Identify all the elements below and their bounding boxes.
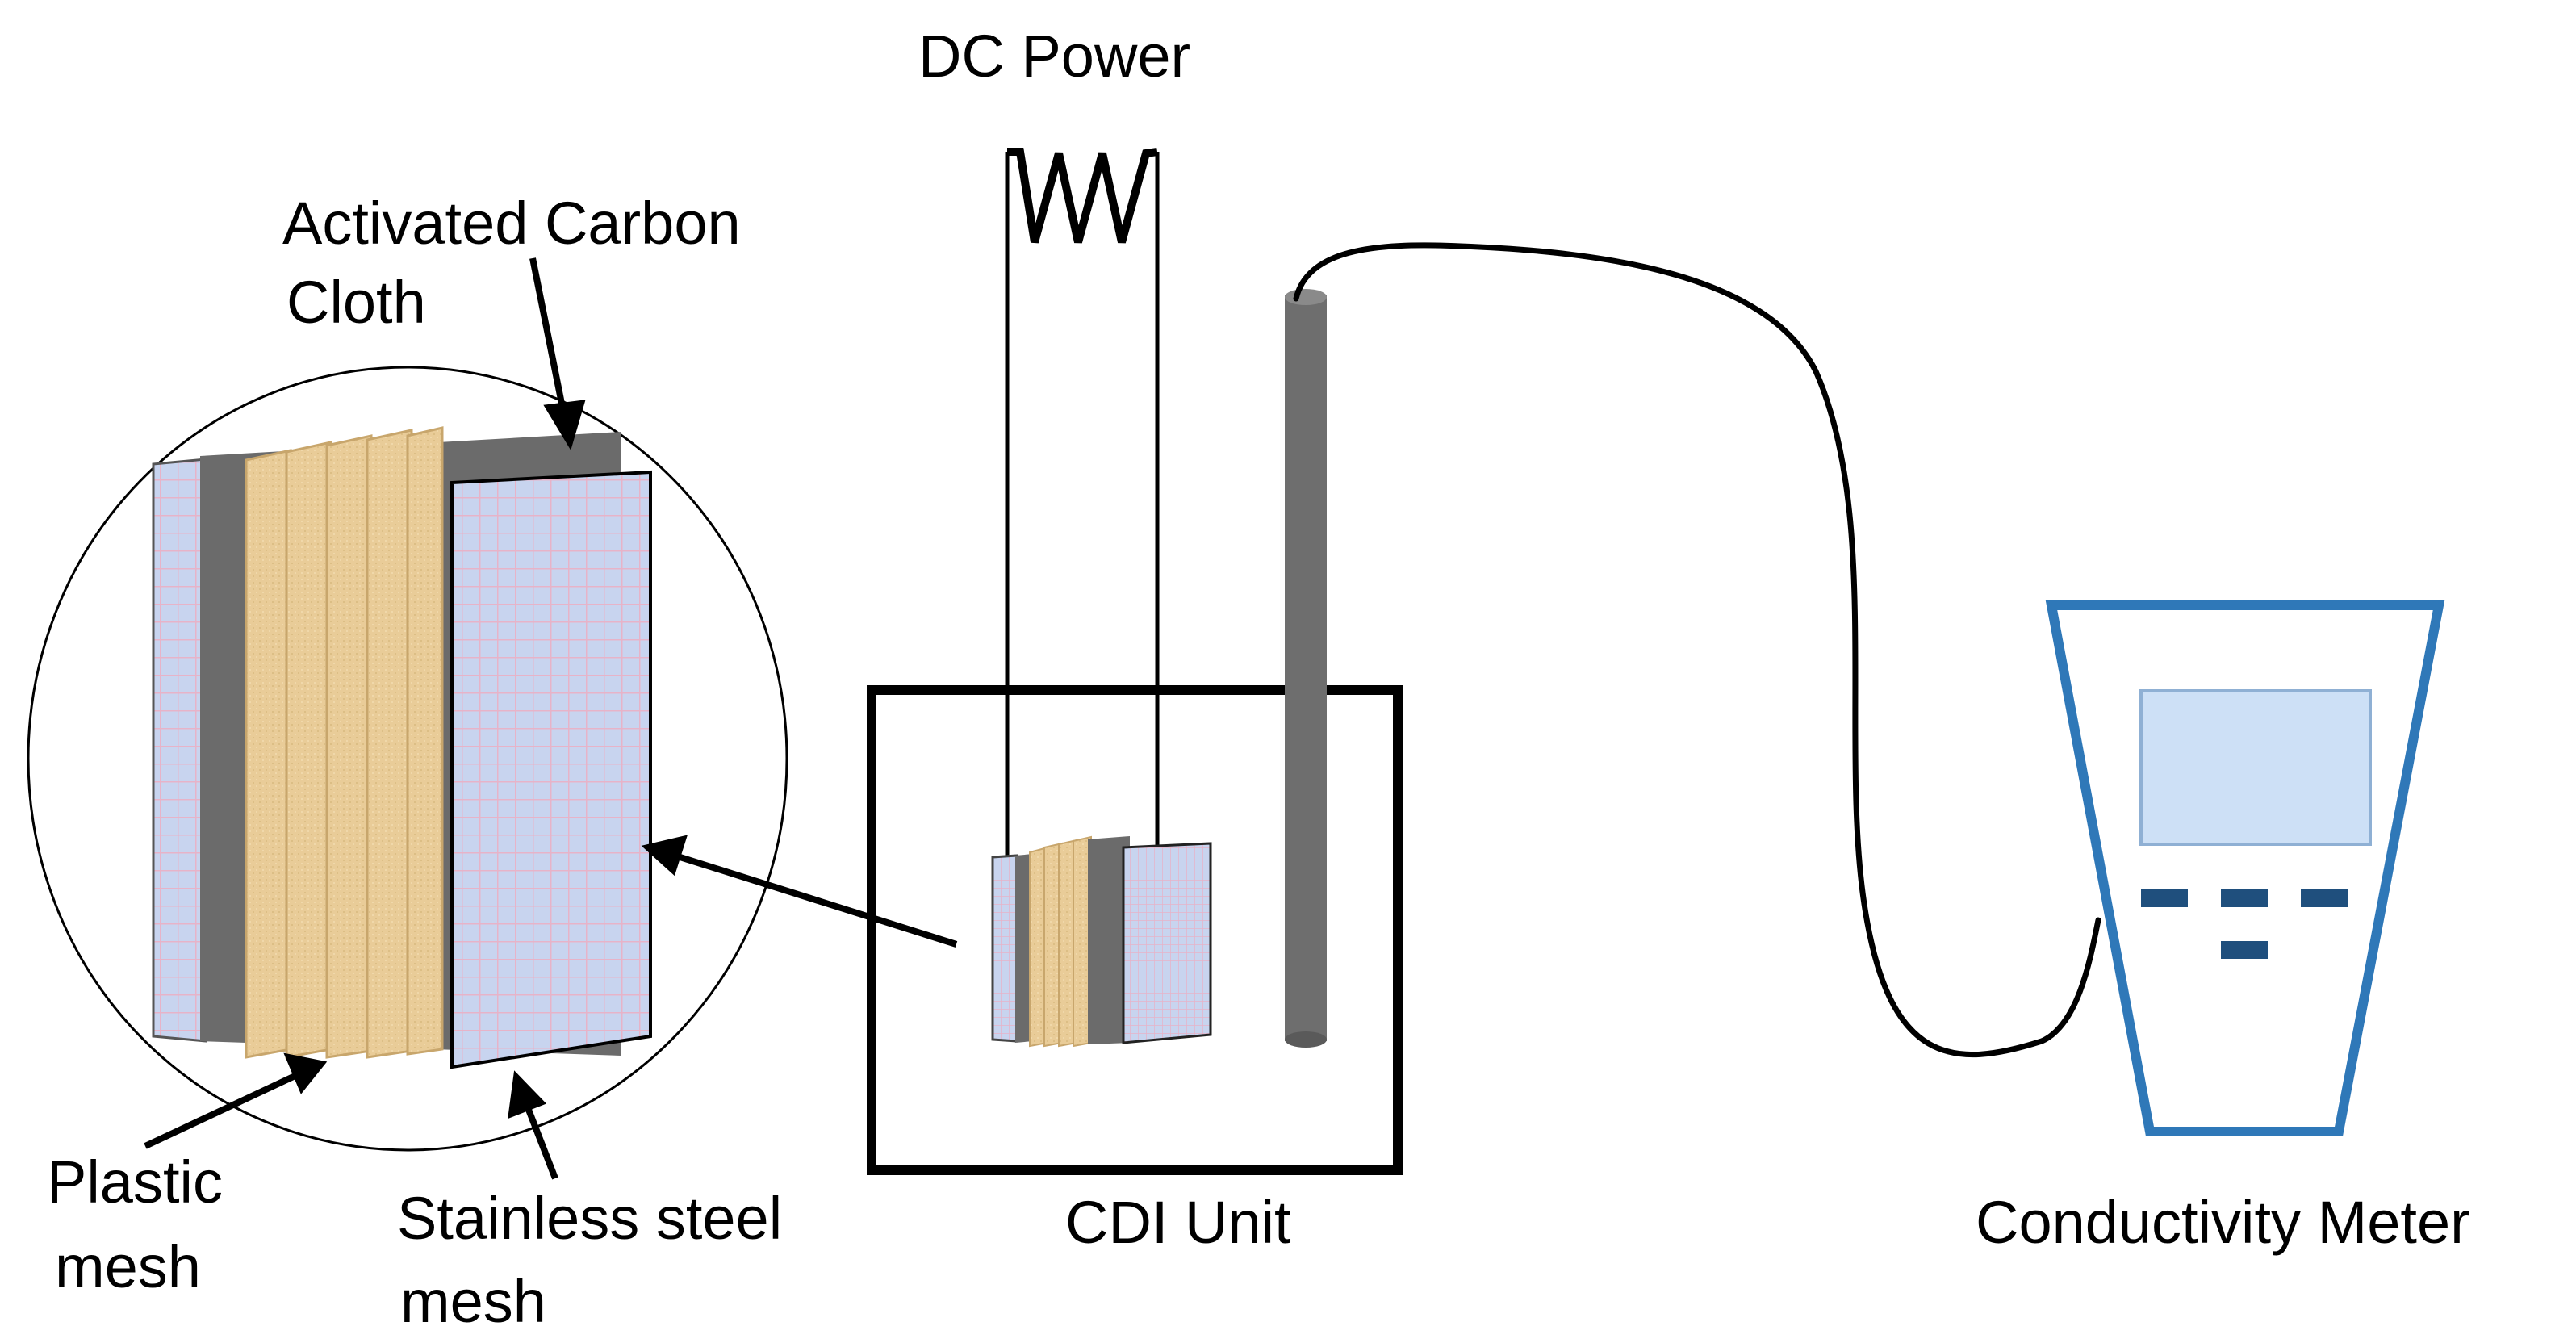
label-stainless-line2: mesh xyxy=(400,1268,546,1335)
meter-button xyxy=(2221,889,2268,907)
electrode-stack-magnified xyxy=(152,426,652,1069)
label-activated-carbon-line2: Cloth xyxy=(286,269,426,336)
cdi-unit-box xyxy=(867,685,1403,1175)
meter-body xyxy=(2045,600,2445,1136)
label-activated-carbon-line1: Activated Carbon xyxy=(282,190,741,257)
label-cdi-unit: CDI Unit xyxy=(1065,1189,1291,1256)
carbon-cloth-layer xyxy=(366,429,413,1059)
resistor-zigzag-icon xyxy=(1007,148,1158,244)
carbon-cloth-layer xyxy=(325,434,373,1059)
carbon-cloth-layer xyxy=(245,449,292,1059)
conductivity-meter xyxy=(2045,600,2445,1136)
meter-button xyxy=(2301,889,2348,907)
probe-cable xyxy=(1293,242,2101,1058)
stainless-steel-mesh-panel xyxy=(450,470,652,1069)
meter-screen xyxy=(2139,689,2372,846)
label-dc-power: DC Power xyxy=(918,23,1190,90)
carbon-cloth-layer xyxy=(285,441,332,1059)
label-plastic-mesh-line1: Plastic xyxy=(47,1148,223,1215)
cdi-electrode-stack-small xyxy=(991,835,1212,1048)
meter-button xyxy=(2221,941,2268,959)
dc-power-source xyxy=(1005,148,1160,884)
conductivity-probe xyxy=(1285,289,1327,1048)
label-stainless-line1: Stainless steel xyxy=(397,1185,782,1252)
magnified-view-circle xyxy=(27,366,788,1152)
plastic-mesh-panel xyxy=(152,458,207,1043)
label-conductivity-meter: Conductivity Meter xyxy=(1976,1189,2470,1256)
label-plastic-mesh-line2: mesh xyxy=(55,1233,201,1300)
arrows xyxy=(144,257,958,1180)
meter-button xyxy=(2141,889,2188,907)
carbon-cloth-layer xyxy=(406,426,444,1056)
